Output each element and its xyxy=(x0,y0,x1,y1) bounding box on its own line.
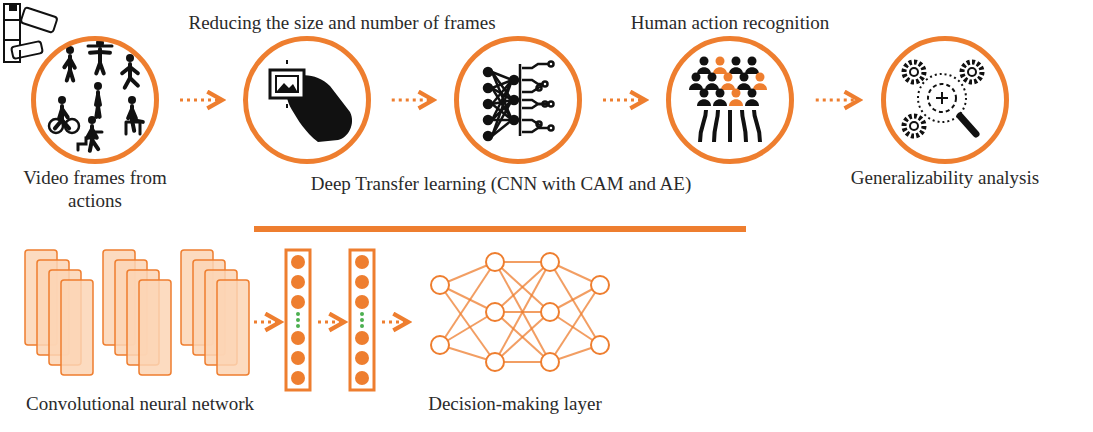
flow-arrow xyxy=(816,99,860,102)
model-block: Decision-making layer xyxy=(415,245,615,385)
decision-network xyxy=(431,253,609,371)
feature-vector xyxy=(286,250,374,390)
stage-circle: Generalizability analysis xyxy=(881,36,1009,164)
action-figures xyxy=(49,39,143,151)
stage-label: Reducing the size and number of frames xyxy=(188,12,495,35)
stage-label: Generalizability analysis xyxy=(851,167,1039,190)
analysis-icon xyxy=(904,62,982,136)
stage-label: Decision-making layer xyxy=(428,393,602,416)
stage-circle: Video frames from actions xyxy=(31,36,159,164)
hand-icon xyxy=(270,60,352,142)
vector-units xyxy=(291,255,369,385)
conv-layers xyxy=(25,250,249,375)
model-block: Convolutional neural network xyxy=(20,245,260,385)
stage-label: Deep Transfer learning (CNN with CAM and… xyxy=(311,173,691,196)
stage-label: Video frames from actions xyxy=(20,167,170,213)
flow-arrow xyxy=(180,99,222,102)
stage-label: Human action recognition xyxy=(631,12,829,35)
network-icon xyxy=(484,62,554,141)
stage-circle: Human action recognition xyxy=(666,36,794,164)
flow-arrow xyxy=(254,321,408,324)
stage-circle: Reducing the size and number of frames xyxy=(243,36,371,164)
stage-label: Convolutional neural network xyxy=(26,393,254,416)
crowd-icon xyxy=(689,57,767,143)
stage-circle: Deep Transfer learning (CNN with CAM and… xyxy=(454,36,582,164)
flow-arrow xyxy=(603,99,645,102)
flow-arrow xyxy=(392,99,434,102)
section-bar xyxy=(254,226,746,232)
camera-icon xyxy=(4,4,58,62)
